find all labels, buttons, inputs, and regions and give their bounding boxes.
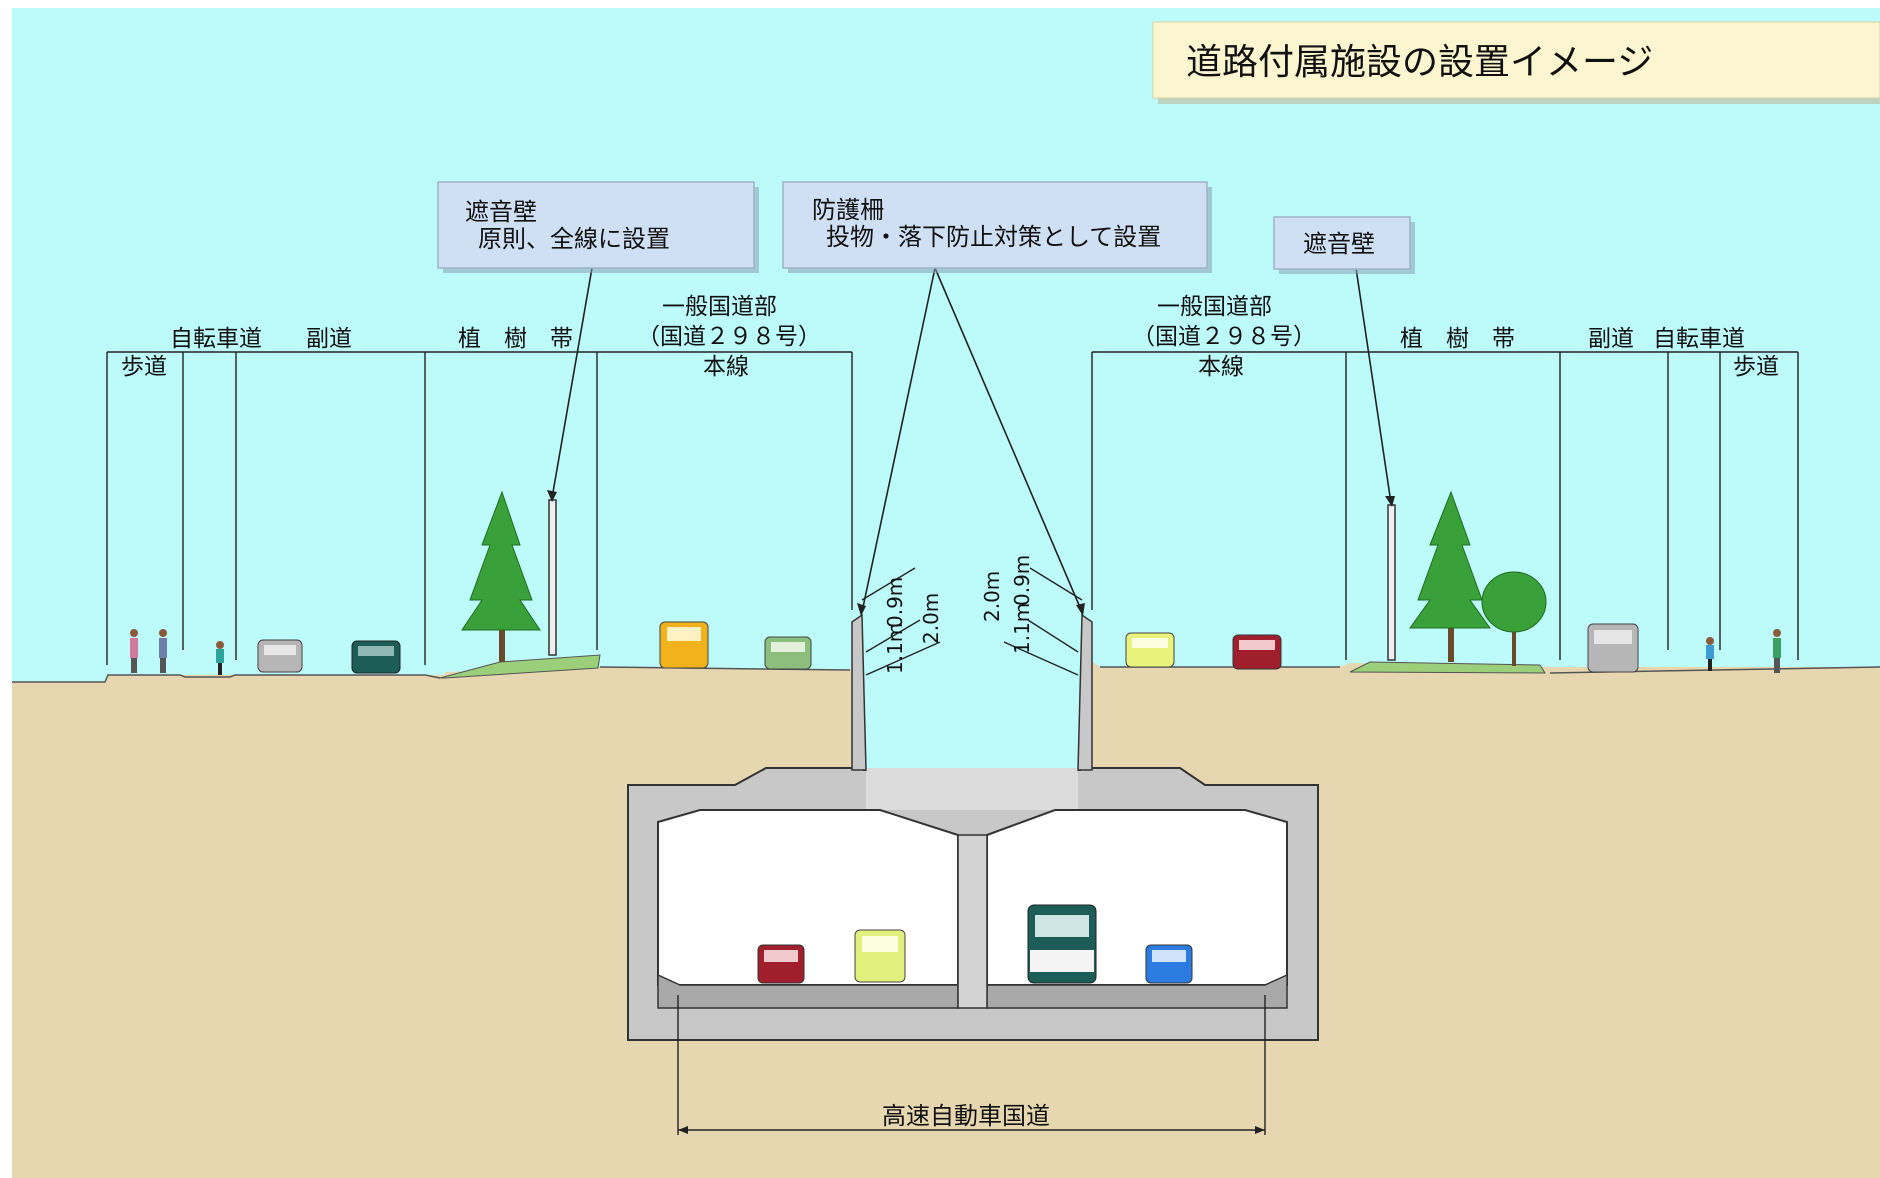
planting-strip-right xyxy=(1349,661,1546,674)
vehicles xyxy=(257,621,1639,984)
car-red-right xyxy=(1232,634,1282,670)
callout-fence xyxy=(782,181,1208,269)
label-left-general-a: 一般国道部 xyxy=(662,294,777,320)
callout-noise-left-note: 原則、全線に設置 xyxy=(478,225,670,253)
noise-barrier-right xyxy=(1387,504,1396,661)
noise-barrier-left xyxy=(548,499,557,656)
label-left-bikeway: 自転車道 xyxy=(170,326,262,352)
dimension-lines-left xyxy=(106,351,853,665)
pedestrian-1 xyxy=(130,629,138,673)
parapet-left xyxy=(851,613,867,771)
label-left-frontage: 副道 xyxy=(306,326,352,352)
label-left-general-b: （国道２９８号） xyxy=(637,324,821,350)
label-right-general-b: （国道２９８号） xyxy=(1132,324,1316,350)
pedestrian-2 xyxy=(159,629,167,673)
bus-tunnel xyxy=(1027,904,1097,984)
fence-height-dims xyxy=(861,567,1083,676)
callout-noise-right xyxy=(1273,216,1411,270)
fence-dim-left-c: 2.0m xyxy=(919,593,943,644)
fence-dim-left-a: 1.1m xyxy=(883,623,907,674)
cyclist-right xyxy=(1706,637,1714,671)
dimension-line-expressway xyxy=(677,995,1266,1135)
road-surface xyxy=(12,666,1880,683)
trench-opening xyxy=(864,640,1080,770)
parapet-right xyxy=(1077,613,1093,771)
car-blue-tunnel xyxy=(1145,944,1193,984)
title-box xyxy=(1152,21,1880,99)
sky xyxy=(12,8,1880,684)
fence-dim-right-b: 1.1m xyxy=(1010,603,1034,654)
van-silver-right xyxy=(1587,623,1639,673)
fence-dim-left-b: 0.9m xyxy=(883,577,907,628)
car-green-left xyxy=(764,636,812,670)
callout-fence-title: 防護柵 xyxy=(812,196,884,224)
cyclist-left xyxy=(216,641,224,675)
planting-strip-left xyxy=(439,654,601,679)
label-left-planting: 植 樹 帯 xyxy=(458,326,573,352)
label-right-frontage: 副道 xyxy=(1588,326,1634,352)
tree-left xyxy=(461,490,541,662)
car-teal-left xyxy=(351,640,401,674)
label-right-bikeway: 自転車道 xyxy=(1653,326,1745,352)
label-right-main: 本線 xyxy=(1198,354,1244,380)
tunnel-left-bore xyxy=(657,809,959,986)
callout-fence-note: 投物・落下防止対策として設置 xyxy=(826,223,1161,251)
car-yellow-left xyxy=(659,621,709,669)
dimension-lines-right xyxy=(1091,351,1799,660)
callout-noise-right-title: 遮音壁 xyxy=(1303,230,1375,258)
tree-right-1 xyxy=(1409,490,1491,662)
people xyxy=(130,629,1781,675)
label-right-planting: 植 樹 帯 xyxy=(1400,326,1515,352)
label-expressway: 高速自動車国道 xyxy=(882,1102,1050,1130)
label-right-general-a: 一般国道部 xyxy=(1157,294,1272,320)
callout-noise-left-title: 遮音壁 xyxy=(465,198,537,226)
car-silver-left xyxy=(257,639,303,673)
callout-noise-left xyxy=(437,181,755,269)
pedestrian-3 xyxy=(1773,629,1781,673)
tree-right-2 xyxy=(1481,571,1547,666)
fence-dim-right-a: 2.0m xyxy=(980,571,1004,622)
page-title: 道路付属施設の設置イメージ xyxy=(1186,42,1653,83)
label-left-main: 本線 xyxy=(703,354,749,380)
tunnel-center-wall xyxy=(957,834,988,1009)
fence-dim-right-c: 0.9m xyxy=(1010,555,1034,606)
tunnel-top-slab-light xyxy=(866,768,1078,810)
car-lime-right xyxy=(1125,632,1175,668)
leader-lines xyxy=(547,267,1395,616)
car-lime-tunnel xyxy=(854,929,906,983)
car-red-tunnel xyxy=(757,944,805,984)
label-right-sidewalk: 歩道 xyxy=(1733,354,1779,380)
label-left-sidewalk: 歩道 xyxy=(121,354,167,380)
